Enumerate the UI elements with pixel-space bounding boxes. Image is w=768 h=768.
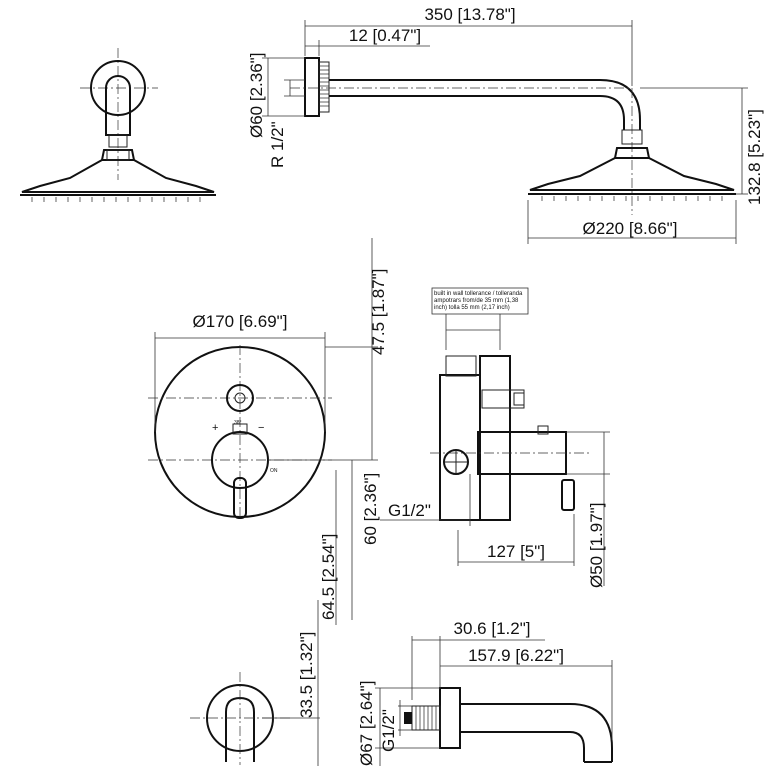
front-view-valve-trim: + − 38° ON Ø170 [6.69"] 47.5 [1.87"] 60 … (148, 238, 388, 625)
dim-spout-length: 157.9 [6.22"] (468, 646, 564, 665)
dim-top-offset: 47.5 [1.87"] (369, 269, 388, 355)
dim-drop-height: 132.8 [5.23"] (745, 109, 764, 205)
dim-spout-flange: Ø67 [2.64"] (357, 681, 376, 766)
dim-flange-thickness: 12 [0.47"] (349, 26, 421, 45)
note-line-1: built in wall tollerance / tolleranda (434, 291, 523, 297)
dim-inlet-thread: G1/2" (388, 501, 431, 520)
dim-spout-center: 33.5 [1.32"] (297, 632, 316, 718)
dim-spout-offset: 30.6 [1.2"] (454, 619, 531, 638)
dim-spout-thread: G1/2" (379, 709, 398, 752)
front-view-spout: 33.5 [1.32"] (190, 600, 320, 766)
mark-plus: + (212, 422, 218, 434)
side-view-shower-arm: 350 [13.78"] 12 [0.47"] Ø60 [2.36"] R 1/… (247, 5, 764, 244)
note-line-2: ampotrars from/de 35 mm (1,38 (434, 298, 519, 304)
dim-thread: R 1/2" (268, 121, 287, 168)
mark-on: ON (270, 468, 278, 474)
front-view-shower-head (20, 48, 216, 202)
side-view-valve-body: built in wall tollerance / tolleranda am… (380, 287, 610, 588)
dim-trim-diameter: Ø170 [6.69"] (193, 312, 288, 331)
mark-temp: 38° (234, 420, 242, 426)
mark-minus: − (258, 422, 264, 434)
dim-flange-diameter: Ø60 [2.36"] (247, 53, 266, 138)
side-view-spout: 30.6 [1.2"] 157.9 [6.22"] Ø67 [2.64"] G1… (357, 619, 613, 766)
note-line-3: inch) tolla 55 mm (2,17 inch) (434, 305, 510, 311)
dim-body-depth: 127 [5"] (487, 542, 545, 561)
dim-center-to-bottom: 64.5 [2.54"] (319, 534, 338, 620)
dim-arm-length: 350 [13.78"] (424, 5, 515, 24)
dim-head-diameter: Ø220 [8.66"] (583, 219, 678, 238)
nozzle-row-left (31, 197, 201, 202)
dim-center-to-top: 60 [2.36"] (361, 473, 380, 545)
dim-body-diameter: Ø50 [1.97"] (587, 503, 606, 588)
